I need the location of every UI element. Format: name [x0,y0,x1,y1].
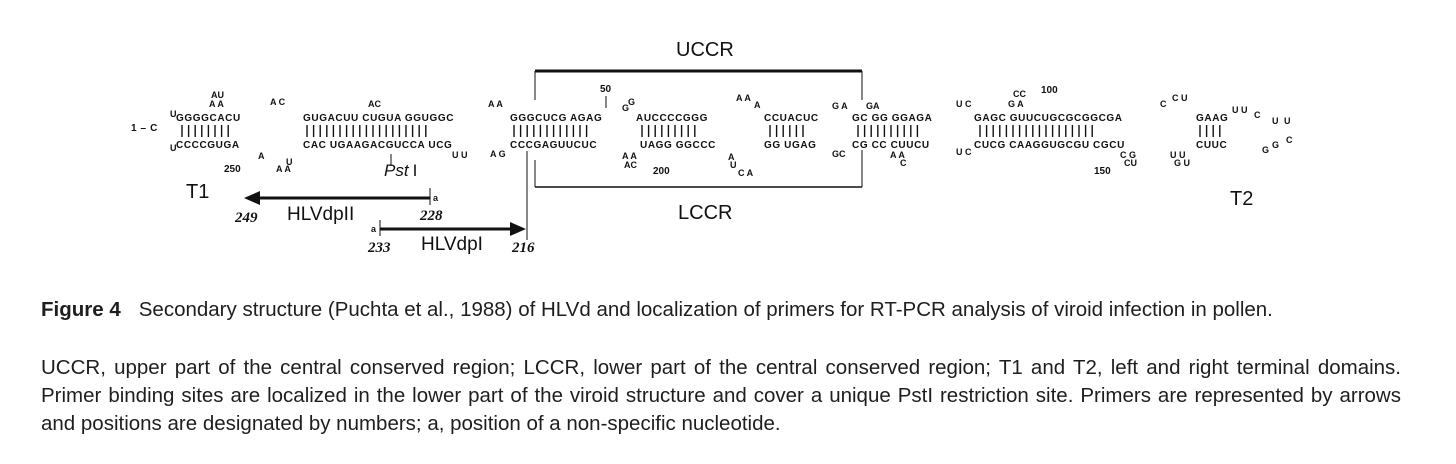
position-100-label: 100 [1041,85,1058,96]
lccr-label: LCCR [678,202,732,224]
svg-text:C: C [1286,135,1293,145]
svg-text:G U: G U [1174,158,1190,168]
svg-text:C G: C G [1120,150,1136,160]
figure-caption-description: UCCR, upper part of the central conserve… [41,356,1401,435]
svg-text:C U: C U [1172,93,1188,103]
primer-1-label: HLVdpI [421,234,483,255]
svg-text:U: U [730,160,737,170]
lower-segment: CG CC CUUCU [852,140,930,151]
figure-title: Secondary structure (Puchta et al., 1988… [138,298,1273,321]
upper-segment: GAAG [1196,113,1228,124]
upper-segment: AUCCCCGGG [636,113,708,124]
hlvd-secondary-structure-diagram: UCCR LCCR T1 T2 1 – C GGGGCACU GUGACUU C… [131,39,1293,256]
svg-text:A A: A A [209,99,224,109]
t2-label: T2 [1230,188,1253,210]
lower-segment: CCCCGUGA [176,140,240,151]
svg-text:G: G [622,103,629,113]
lower-strand: CCCCGUGA CAC UGAAGACGUCCA UCG CCCGAGUUCU… [176,140,1227,151]
svg-text:A A: A A [276,164,291,174]
primer-1-end-position: 216 [511,240,535,256]
svg-text:U C: U C [956,147,972,157]
lower-segment: CAC UGAAGACGUCCA UCG [303,140,452,151]
uccr-label: UCCR [676,39,734,61]
svg-text:AU: AU [211,90,224,100]
lower-segment: CCCGAGUUCUC [510,140,597,151]
svg-text:A C: A C [270,97,286,107]
svg-text:A: A [728,152,735,162]
upper-segment: GC GG GGAGA [852,113,933,124]
svg-text:U: U [286,157,293,167]
svg-text:U U: U U [1170,150,1186,160]
svg-text:U: U [170,109,177,119]
sequence-start-label: 1 – C [131,123,158,134]
svg-text:A: A [754,100,761,110]
primer-2-start-position: 249 [234,210,258,226]
primer-2-end-position: 228 [419,208,443,224]
t1-label: T1 [186,181,209,203]
lower-segment: CUCG CAAGGUGCGU CGCU [974,140,1125,151]
svg-text:A: A [258,151,265,161]
upper-segment: GGGGCACU [176,113,241,124]
svg-text:U: U [1272,116,1279,126]
position-150-label: 150 [1094,166,1111,177]
upper-segment: CCUACUC [764,113,819,124]
base-pair-marks [181,125,1221,137]
svg-text:U U: U U [452,150,468,160]
svg-text:A A: A A [890,150,905,160]
svg-text:G: G [628,97,635,107]
primer-1-arrow-head [510,222,526,236]
lower-segment: UAGG GGCCC [640,140,716,151]
upper-segment: GAGC GUUCUGCGCGGCGA [974,113,1123,124]
lower-segment: CUUC [1196,140,1227,151]
primer-2-nonspecific-mark: a [433,193,439,203]
svg-text:G: G [1272,140,1279,150]
svg-text:G A: G A [1008,99,1024,109]
svg-text:GA: GA [866,101,880,111]
position-50-label: 50 [600,84,612,95]
upper-strand: GGGGCACU GUGACUU CUGUA GGUGGC GGGCUCG AG… [176,113,1228,124]
svg-text:C A: C A [738,168,754,178]
primer-2-arrow-head [244,191,260,205]
svg-text:A A: A A [736,93,751,103]
svg-text:GC: GC [832,149,846,159]
svg-text:CU: CU [1124,158,1137,168]
svg-text:C: C [1254,110,1261,120]
svg-text:G: G [1262,145,1269,155]
svg-text:CC: CC [1013,89,1026,99]
svg-text:A A: A A [622,151,637,161]
lower-segment: GG UGAG [764,140,817,151]
svg-text:AC: AC [368,99,381,109]
position-250-label: 250 [224,164,241,175]
svg-text:C: C [1160,99,1167,109]
svg-text:U C: U C [956,99,972,109]
figure-caption-title: Figure 4 Secondary structure (Puchta et a… [41,296,1401,324]
primer-1-start-position: 233 [367,240,391,256]
svg-text:U: U [170,143,177,153]
upper-segment: GUGACUU CUGUA GGUGGC [303,113,454,124]
svg-text:G A: G A [832,101,848,111]
svg-text:AC: AC [624,160,637,170]
primer-1-nonspecific-mark: a [371,224,377,234]
svg-text:U: U [1284,116,1291,126]
figure-label: Figure 4 [41,298,121,321]
upper-segment: GGGCUCG AGAG [510,113,602,124]
svg-text:A A: A A [488,99,503,109]
svg-text:A G: A G [490,149,506,159]
position-200-label: 200 [653,166,670,177]
svg-text:C: C [900,158,907,168]
svg-text:U U: U U [1232,105,1248,115]
primer-2-label: HLVdpII [287,204,354,225]
